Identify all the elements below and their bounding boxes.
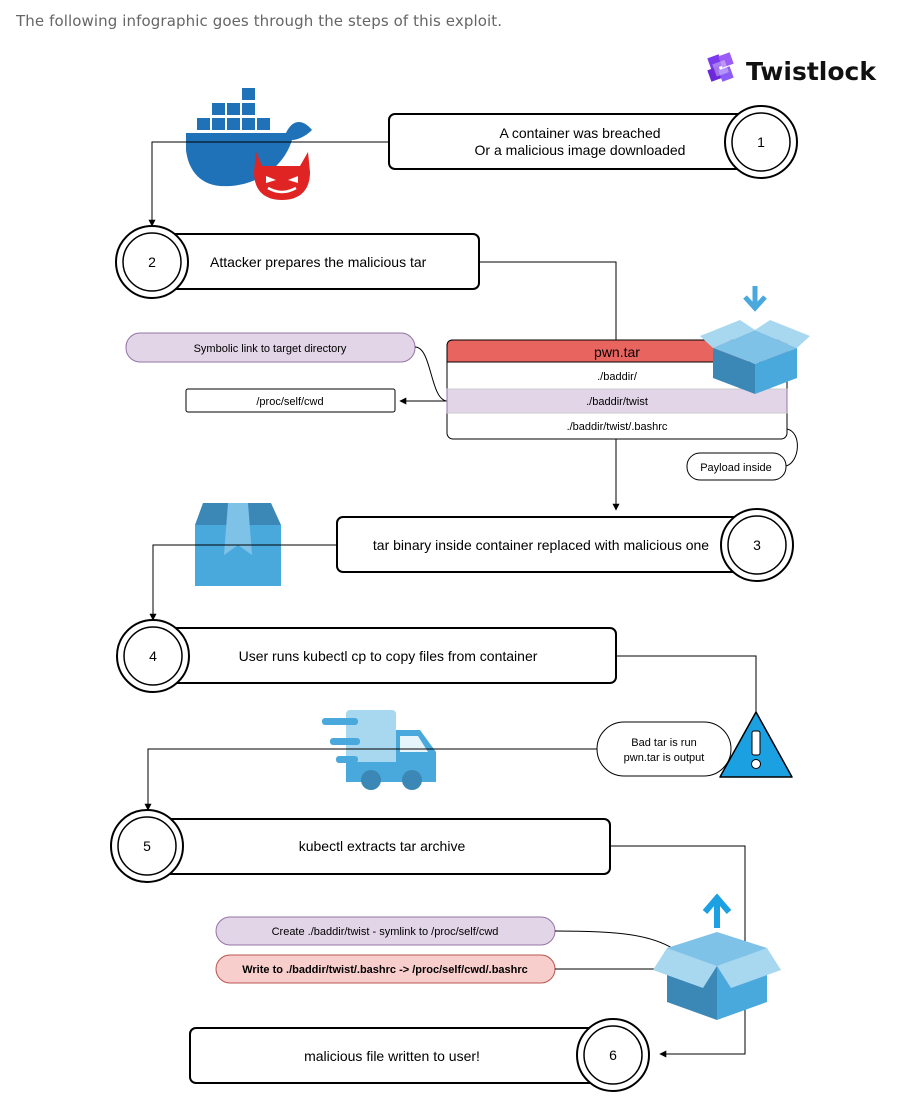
connector-2-tar: [479, 261, 617, 340]
svg-text:Create ./baddir/twist - symlin: Create ./baddir/twist - symlink to /proc…: [272, 926, 499, 938]
tar-row-highlight: [446, 388, 788, 414]
create-symlink-note: Create ./baddir/twist - symlink to /proc…: [215, 916, 556, 946]
step-6-text: malicious file written to user!: [304, 1048, 480, 1064]
brand-name: Twistlock: [746, 57, 877, 86]
package-icon: [195, 503, 281, 586]
step-2-number: 2: [148, 254, 156, 270]
docker-whale-icon: [186, 88, 312, 187]
intro-text: The following infographic goes through t…: [16, 12, 503, 30]
delivery-truck-icon: [322, 710, 436, 790]
svg-text:pwn.tar is output: pwn.tar is output: [624, 752, 705, 764]
connector-1-2: [148, 141, 389, 227]
svg-text:Symbolic link to target direct: Symbolic link to target directory: [194, 343, 347, 355]
svg-text:Bad tar is run: Bad tar is run: [631, 737, 696, 749]
step-3: tar binary inside container replaced wit…: [336, 508, 794, 582]
tar-row: ./baddir/: [597, 371, 638, 383]
step-5-text: kubectl extracts tar archive: [299, 838, 466, 854]
step-1-line2: Or a malicious image downloaded: [475, 142, 686, 158]
step-5-number: 5: [143, 838, 151, 854]
package-download-icon: [700, 286, 810, 394]
step-5: 5 kubectl extracts tar archive: [110, 809, 611, 883]
package-upload-icon: [653, 893, 781, 1020]
create-symlink-connector: [554, 930, 673, 949]
step-4-number: 4: [149, 648, 157, 664]
svg-text:Write to ./baddir/twist/.bashr: Write to ./baddir/twist/.bashrc -> /proc…: [242, 964, 528, 976]
proc-path-box: /proc/self/cwd: [185, 388, 396, 413]
step-3-number: 3: [753, 537, 761, 553]
tar-header: pwn.tar: [594, 344, 640, 360]
twistlock-logo-icon: [707, 52, 734, 82]
tar-row: ./baddir/twist/.bashrc: [567, 421, 668, 433]
devil-face-icon: [254, 152, 310, 200]
step-1: A container was breached Or a malicious …: [388, 105, 798, 179]
payload-note: Payload inside: [686, 452, 787, 481]
step-4-text: User runs kubectl cp to copy files from …: [239, 648, 538, 664]
connector-4-warning: [616, 655, 757, 712]
bad-tar-note: Bad tar is run pwn.tar is output: [596, 721, 732, 777]
step-6: malicious file written to user! 6: [189, 1018, 650, 1092]
step-1-number: 1: [757, 134, 765, 150]
twistlock-logo: Twistlock: [707, 52, 877, 86]
svg-text:Payload inside: Payload inside: [700, 462, 772, 474]
step-2: 2 Attacker prepares the malicious tar: [115, 225, 480, 299]
warning-icon: [719, 711, 793, 778]
step-2-text: Attacker prepares the malicious tar: [210, 254, 427, 270]
payload-connector: [785, 428, 798, 467]
step-4: 4 User runs kubectl cp to copy files fro…: [116, 619, 617, 693]
step-1-line1: A container was breached: [499, 125, 660, 141]
write-bashrc-note: Write to ./baddir/twist/.bashrc -> /proc…: [215, 954, 556, 984]
svg-text:/proc/self/cwd: /proc/self/cwd: [256, 396, 323, 408]
connector-3-4: [149, 544, 337, 621]
symlink-connector: [414, 346, 448, 402]
symlink-note: Symbolic link to target directory: [125, 332, 416, 363]
connector-warning-5: [144, 748, 597, 811]
step-6-number: 6: [609, 1047, 617, 1063]
step-3-text: tar binary inside container replaced wit…: [373, 537, 709, 553]
tar-row: ./baddir/twist: [586, 396, 648, 408]
